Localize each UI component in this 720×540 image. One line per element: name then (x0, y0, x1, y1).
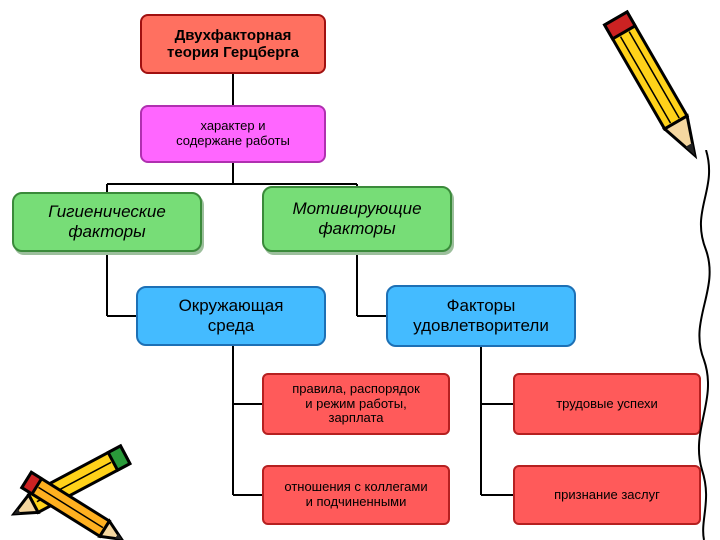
work-success-text: трудовые успехи (556, 395, 658, 411)
environment-text: Окружающая среда (178, 296, 284, 335)
work-success-node: трудовые успехи (513, 373, 701, 435)
spiral-binding-line (697, 150, 711, 540)
satisfiers-text: Факторы удовлетворители (413, 296, 549, 335)
pencils-icon (10, 443, 132, 540)
content-node-text: характер и содержане работы (176, 118, 290, 148)
hygiene-factors-text: Гигиенические факторы (48, 202, 166, 241)
pencil-icon (602, 9, 698, 160)
satisfiers-node: Факторы удовлетворители (386, 285, 576, 347)
motivating-factors-text: Мотивирующие факторы (292, 199, 422, 238)
title-text: Двухфакторная теория Герцберга (167, 26, 299, 61)
title-node: Двухфакторная теория Герцберга (140, 14, 326, 74)
hygiene-factors-node: Гигиенические факторы (12, 192, 202, 252)
relations-node: отношения с коллегами и подчиненными (262, 465, 450, 525)
recognition-node: признание заслуг (513, 465, 701, 525)
rules-text: правила, распорядок и режим работы, зарп… (292, 380, 420, 426)
motivating-factors-node: Мотивирующие факторы (262, 186, 452, 252)
rules-node: правила, распорядок и режим работы, зарп… (262, 373, 450, 435)
content-node: характер и содержане работы (140, 105, 326, 163)
recognition-text: признание заслуг (554, 486, 660, 502)
relations-text: отношения с коллегами и подчиненными (284, 479, 428, 509)
environment-node: Окружающая среда (136, 286, 326, 346)
